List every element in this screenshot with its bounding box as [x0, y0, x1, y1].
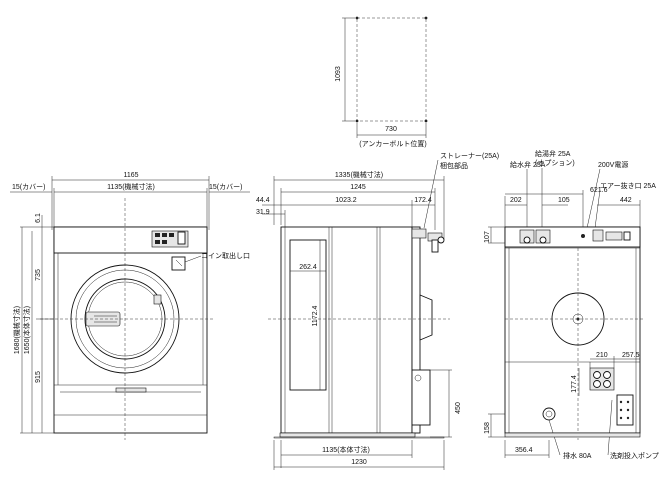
rear-dim-105: 105: [558, 197, 570, 204]
anchor-bolt-tl: [355, 16, 359, 20]
side-drain-box: [411, 369, 431, 426]
front-machine-height: 1680(機械寸法): [12, 306, 21, 354]
rear-dim-158: 158: [484, 422, 491, 434]
side-strainer: [411, 228, 427, 239]
anchor-bolt-br: [424, 119, 428, 123]
rear-dim-621: 621.6: [590, 187, 608, 194]
side-depth-172: 172.4: [414, 197, 432, 204]
side-depth-31: 31.9: [256, 209, 270, 216]
hot-water-option: (オプション): [535, 159, 575, 167]
front-cover-right: 15(カバー): [209, 183, 242, 191]
rear-view: 給湯弁 25A (オプション) 給水弁 25A 200V電源 エアー抜き口 25…: [484, 149, 659, 460]
door-hinge: [153, 294, 162, 305]
side-panel-262: 262.4: [299, 264, 317, 271]
rear-dim-210: 210: [596, 352, 608, 359]
rear-dim-356: 356.4: [515, 447, 533, 454]
anchor-depth-label: 1093: [335, 66, 342, 82]
front-overall-width: 1165: [123, 172, 138, 179]
side-base: [279, 432, 416, 438]
air-label: エアー抜き口 25A: [600, 181, 656, 190]
side-exhaust: [419, 294, 433, 341]
pump-label: 洗剤投入ポンプ: [610, 451, 659, 460]
strainer-label: ストレーナー(25A): [440, 152, 499, 160]
rear-dim-107: 107: [484, 231, 491, 243]
drain-outlet: [542, 407, 556, 421]
front-door-center: 735: [35, 269, 42, 281]
power-label: 200V電源: [598, 160, 628, 169]
coin-outlet: [171, 256, 186, 271]
side-panel-1172: 1172.4: [312, 305, 319, 326]
side-overall-depth: 1335(機械寸法): [335, 170, 383, 179]
pump-panel: [616, 394, 634, 426]
air-vent: [592, 229, 604, 242]
cold-water-label: 給水弁 25A: [510, 160, 546, 169]
hot-water-label: 給湯弁 25A: [535, 149, 571, 158]
power-inlet: [581, 234, 585, 238]
coin-outlet-label: コイン取出し口: [201, 251, 250, 260]
anchor-plan: 1093 730 (アンカーボルト位置): [335, 16, 428, 148]
side-view: 1335(機械寸法) 1245 1023.2 172.4 44.4 31.9 ス…: [256, 152, 499, 470]
side-body-width: 1135(本体寸法): [322, 445, 370, 454]
anchor-bolt-tr: [424, 16, 428, 20]
front-body-height: 1650(本体寸法): [22, 306, 31, 354]
drain-label: 排水 80A: [563, 451, 592, 460]
side-inner-panel: [289, 239, 327, 391]
front-badge: [115, 387, 147, 393]
anchor-caption: (アンカーボルト位置): [359, 139, 426, 148]
anchor-rect: [356, 17, 427, 122]
side-base-width: 1230: [351, 459, 367, 466]
rear-base: [504, 432, 641, 438]
front-machine-width: 1135(機械寸法): [107, 182, 155, 191]
side-depth-1245: 1245: [350, 184, 366, 191]
detergent-pump: [589, 367, 615, 391]
side-depth-44: 44.4: [256, 197, 270, 204]
rear-dim-177: 177.4: [571, 375, 578, 393]
front-view: 1165 1135(機械寸法) 15(カバー) 15(カバー) コイン取出し口: [10, 172, 250, 440]
anchor-bolt-bl: [355, 119, 359, 123]
rear-dim-202: 202: [510, 197, 522, 204]
anchor-width-label: 730: [385, 126, 397, 133]
rear-dim-442: 442: [620, 197, 632, 204]
front-lower-height: 915: [35, 371, 42, 383]
packing-label: 梱包部品: [440, 161, 468, 170]
side-height-450: 450: [455, 402, 462, 414]
front-top-gap: 6.1: [35, 213, 42, 223]
rear-dim-257: 257.5: [622, 352, 640, 359]
front-cover-left: 15(カバー): [12, 183, 45, 191]
side-depth-1023: 1023.2: [335, 197, 357, 204]
